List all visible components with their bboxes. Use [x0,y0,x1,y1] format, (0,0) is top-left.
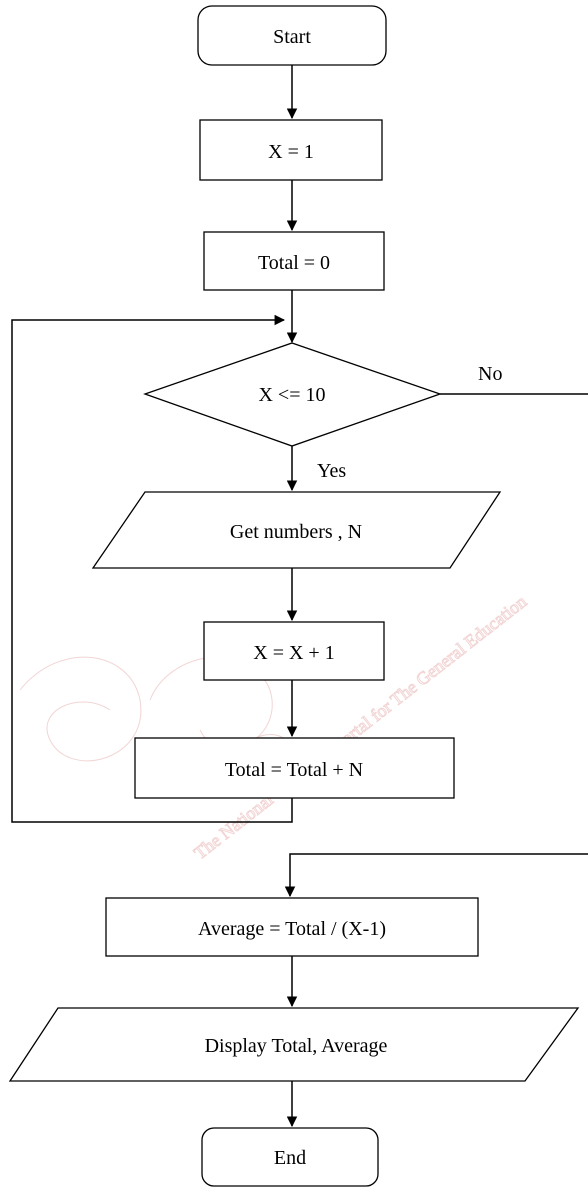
average-process [105,897,479,957]
condition-label: X <= 10 [258,384,325,406]
connector-no-to-average [284,853,588,898]
average-label: Average = Total / (X-1) [198,918,386,940]
display-label: Display Total, Average [205,1035,388,1057]
yes-label: Yes [317,460,346,482]
display-parallelogram [8,1007,580,1082]
condition-decision [143,342,442,447]
init-total-label: Total = 0 [258,252,330,274]
start-terminal [197,5,387,66]
connector-loop-back [11,314,293,823]
input-parallelogram [91,491,502,569]
start-label: Start [273,26,311,48]
increment-label: X = X + 1 [253,642,334,664]
no-label: No [478,363,502,385]
accumulate-label: Total = Total + N [225,759,363,781]
increment-process [203,621,385,681]
init-x-process [199,119,383,181]
end-label: End [274,1147,306,1169]
init-total-process [203,231,385,291]
accumulate-process [134,737,455,799]
input-label: Get numbers , N [230,521,362,543]
end-terminal [201,1127,379,1187]
init-x-label: X = 1 [268,141,314,163]
